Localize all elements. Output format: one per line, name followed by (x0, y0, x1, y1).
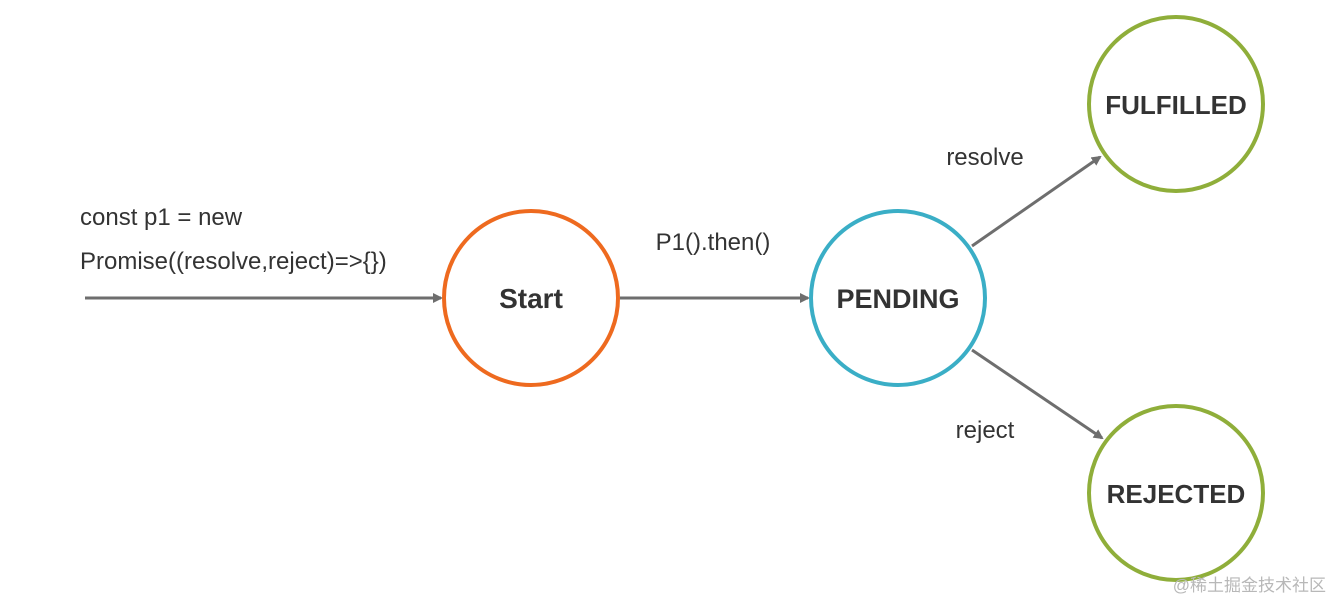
then-label: P1().then() (656, 229, 771, 256)
watermark: @稀土掘金技术社区 (1172, 576, 1326, 595)
node-start: Start (442, 209, 620, 387)
resolve-label: resolve (946, 144, 1023, 171)
start-label: Start (499, 283, 563, 314)
reject-label: reject (956, 417, 1015, 444)
constructor-code: const p1 = new Promise((resolve,reject)=… (80, 196, 387, 284)
constructor-code-line2: Promise((resolve,reject)=>{}) (80, 248, 387, 275)
pending-to-rejected-arrow (971, 348, 1104, 440)
rejected-label: REJECTED (1107, 479, 1246, 509)
fulfilled-circle (1087, 15, 1265, 193)
rejected-circle (1087, 404, 1265, 582)
node-rejected: REJECTED (1087, 404, 1265, 582)
pending-label: PENDING (836, 284, 959, 314)
start-circle (442, 209, 620, 387)
node-pending: PENDING (809, 209, 987, 387)
pending-to-fulfilled-arrow (971, 155, 1102, 248)
pending-circle (809, 209, 987, 387)
fulfilled-label: FULFILLED (1105, 90, 1247, 120)
node-fulfilled: FULFILLED (1087, 15, 1265, 193)
constructor-code-line1: const p1 = new (80, 204, 243, 231)
